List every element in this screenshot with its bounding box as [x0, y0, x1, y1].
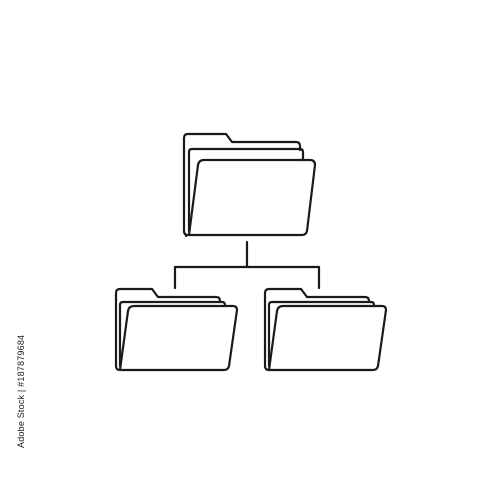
hierarchy-connector [173, 240, 321, 290]
top-folder-icon [182, 132, 317, 238]
right-child-folder-icon [263, 287, 388, 372]
left-child-folder-icon [114, 287, 239, 372]
